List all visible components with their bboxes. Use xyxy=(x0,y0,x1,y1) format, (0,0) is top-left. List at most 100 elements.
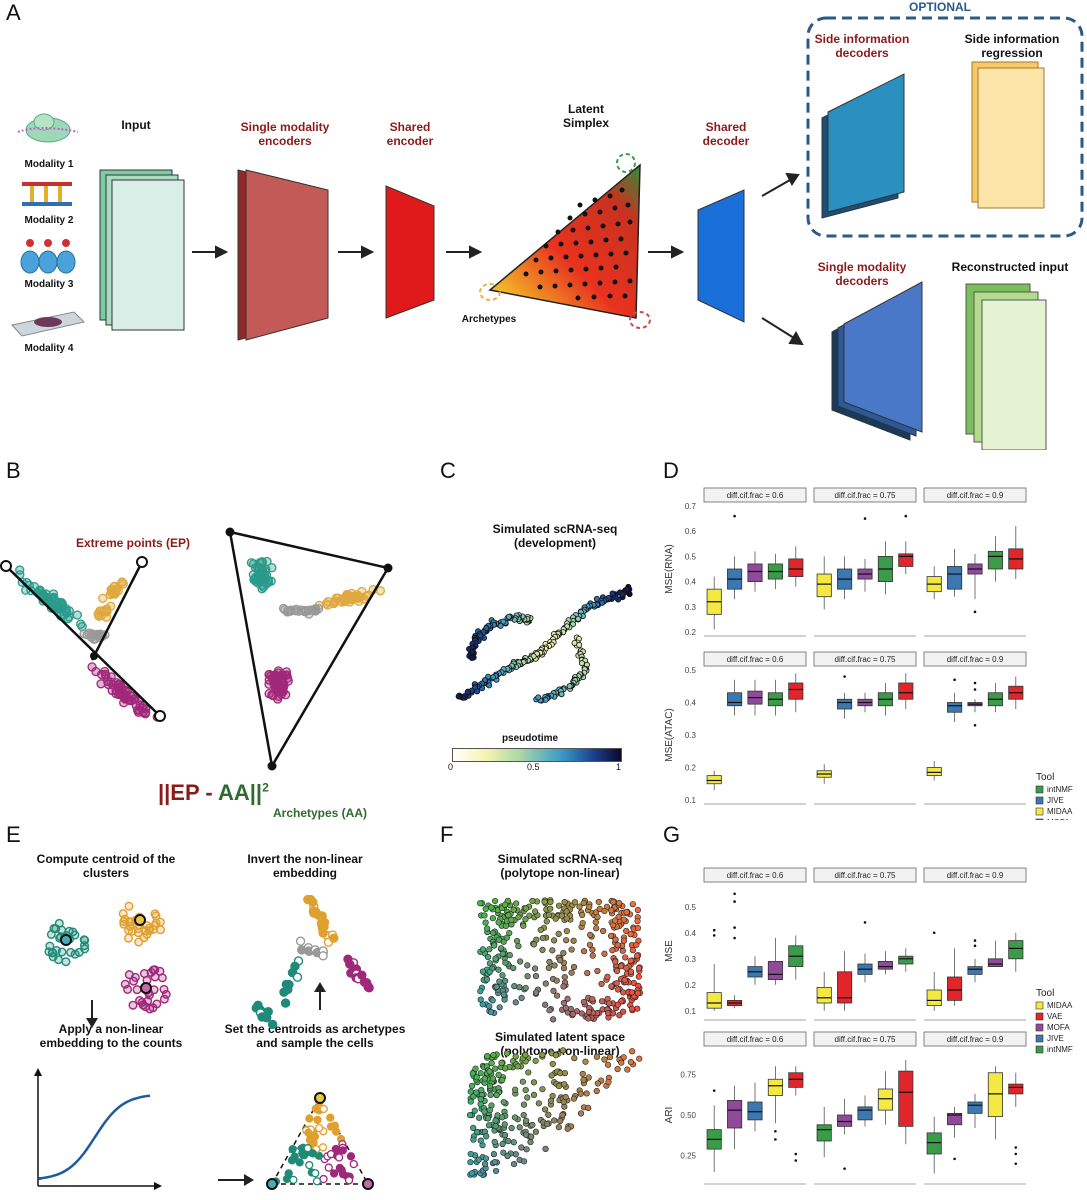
y-axis-label: ARI xyxy=(664,1107,675,1124)
scrna-cell xyxy=(592,919,599,926)
facet-strip xyxy=(813,1031,917,1047)
cluster-cell xyxy=(157,973,167,983)
latent-cell xyxy=(561,1081,568,1088)
scrna-cell xyxy=(598,998,606,1005)
scrna-cell xyxy=(561,973,568,981)
scrna-cell xyxy=(569,1011,576,1018)
scrna-cell xyxy=(610,898,617,906)
outlier xyxy=(973,939,977,942)
sampled-cell xyxy=(314,1123,324,1133)
facet-strip xyxy=(703,651,807,667)
scrna-cell xyxy=(520,922,527,929)
scrna-cell xyxy=(614,967,621,975)
latent-cell xyxy=(500,1098,507,1106)
latent-cell xyxy=(502,1065,509,1072)
box-JIVE xyxy=(967,1101,983,1114)
latent-cell xyxy=(499,1114,506,1121)
cluster-cell xyxy=(46,929,56,939)
facet-strip xyxy=(813,651,917,667)
side-decoders-label: Side information decoders xyxy=(814,32,910,60)
panel-c-title: Simulated scRNA-seq (development) xyxy=(492,522,618,550)
ep-line-2 xyxy=(90,561,144,661)
sampled-cell xyxy=(338,1170,348,1179)
facet-label: diff.cif.frac = 0.6 xyxy=(727,491,784,500)
scrna-cell xyxy=(634,924,642,932)
latent-cell xyxy=(541,1106,549,1113)
box-VAE xyxy=(898,1070,914,1127)
formula-sup: 2 xyxy=(262,780,269,795)
cell-point xyxy=(268,690,278,701)
cluster-cell xyxy=(45,941,55,951)
scrna-cell xyxy=(524,962,531,969)
scrna-cell xyxy=(616,1012,623,1019)
latent-cell xyxy=(477,1096,484,1103)
latent-cell xyxy=(525,1069,532,1076)
y-tick-label: 0.6 xyxy=(685,527,697,536)
latent-cell xyxy=(485,1122,493,1129)
scrna-cell xyxy=(496,978,503,985)
scrna-cell xyxy=(634,990,641,997)
latent-cell xyxy=(484,1115,492,1122)
scrna-cell xyxy=(601,907,608,915)
scrna-cell xyxy=(627,957,634,964)
scrna-cell xyxy=(479,946,487,953)
colorbar-title: pseudotime xyxy=(501,733,559,744)
scrna-cell xyxy=(513,937,521,945)
scrna-cell xyxy=(604,973,611,980)
box-JIVE xyxy=(837,698,853,710)
latent-cell xyxy=(530,1079,538,1086)
latent-cell xyxy=(469,1070,476,1077)
scrna-cell xyxy=(506,952,513,959)
archetype-vertex xyxy=(314,1092,326,1104)
cell-point xyxy=(309,605,319,615)
box-VAE xyxy=(788,682,804,700)
centroid xyxy=(134,914,146,926)
y-tick-label: 0.5 xyxy=(685,666,697,675)
latent-cell xyxy=(516,1124,523,1131)
scrna-cell xyxy=(539,946,546,953)
scrna-cell xyxy=(532,989,540,996)
scrna-cell xyxy=(479,968,486,975)
latent-cell xyxy=(508,1124,515,1132)
latent-cell xyxy=(488,1059,495,1067)
archetypes-label: Archetypes xyxy=(461,314,517,325)
cluster-cell xyxy=(118,909,128,919)
latent-cell xyxy=(511,1114,519,1121)
latent-cell xyxy=(495,1071,502,1078)
sampled-cell xyxy=(303,1144,312,1153)
ep-line-1 xyxy=(5,565,161,717)
inverted-cell xyxy=(295,936,306,946)
panel-d-chart: MSE(RNA)0.70.60.50.40.30.2diff.cif.frac … xyxy=(664,487,1073,820)
formula-ep: ||EP xyxy=(158,780,200,805)
outlier xyxy=(973,688,977,691)
latent-cell xyxy=(475,1156,482,1163)
latent-cell xyxy=(483,1133,490,1140)
latent-cell xyxy=(470,1136,477,1143)
cell-point xyxy=(87,662,97,672)
legend-label: intNMF xyxy=(1047,785,1073,794)
scrna-cell xyxy=(568,946,575,953)
trajectory-cell xyxy=(535,694,542,701)
facet-label: diff.cif.frac = 0.9 xyxy=(947,491,1004,500)
scrna-cell xyxy=(613,980,620,987)
scrna-cell xyxy=(522,984,529,992)
scrna-cell xyxy=(499,950,506,957)
scrna-cell xyxy=(492,955,499,962)
apply-label: Apply a non-linear embedding to the coun… xyxy=(39,1022,183,1050)
latent-cell xyxy=(547,1097,555,1104)
cell-point xyxy=(348,594,358,604)
box-MIDAA xyxy=(926,989,942,1006)
scrna-cell xyxy=(589,995,596,1003)
latent-cell xyxy=(524,1094,531,1101)
scrna-cell xyxy=(608,983,615,990)
scrna-cell xyxy=(619,1008,627,1015)
scrna-cell xyxy=(545,911,552,919)
latent-dots xyxy=(523,187,633,301)
latent-cell xyxy=(512,1053,519,1060)
scrna-cell xyxy=(486,968,493,976)
panel-letter-b: B xyxy=(6,458,21,483)
trajectory-cell xyxy=(505,613,512,620)
scrna-cell xyxy=(491,897,499,905)
y-tick-label: 0.4 xyxy=(685,699,697,708)
box-VAE xyxy=(788,558,804,577)
